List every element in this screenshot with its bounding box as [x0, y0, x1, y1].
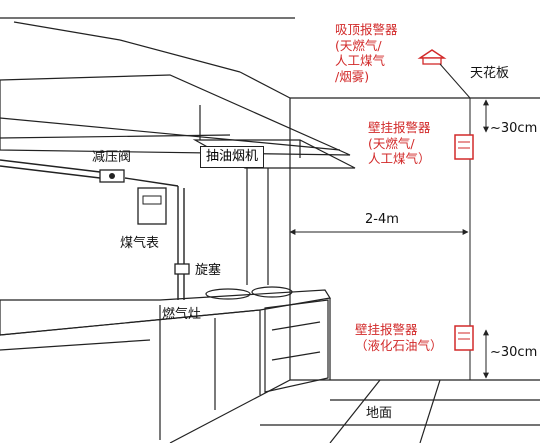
gas-meter-label: 煤气表: [120, 236, 160, 251]
gas-stove: [205, 286, 293, 300]
stopcock-icon: [174, 263, 190, 275]
wall-detector-top-label: 壁挂报警器 (天燃气/ 人工煤气）: [368, 120, 431, 167]
ceiling-detector-label: 吸顶报警器 (天燃气/ 人工煤气 /烟雾): [335, 22, 398, 84]
distance-top: ~30cm: [490, 121, 538, 136]
stove-label: 燃气灶: [162, 307, 202, 322]
distance-bottom: ~30cm: [490, 345, 538, 360]
counter: [0, 289, 331, 440]
pressure-valve-icon: [99, 169, 125, 183]
gas-meter-icon: [137, 187, 167, 225]
ceiling-label: 天花板: [470, 66, 510, 81]
range-hood-label: 抽油烟机: [200, 146, 265, 168]
range-label: 2-4m: [365, 212, 399, 227]
pressure-valve-label: 减压阀: [92, 150, 132, 165]
floor-label: 地面: [366, 406, 393, 421]
room-outline: [0, 17, 540, 444]
wall-detector-icon: [454, 134, 474, 160]
valve-label: 旋塞: [195, 263, 222, 278]
ceiling-pointer: [439, 63, 471, 99]
smoke-detector-icon: [417, 49, 447, 65]
gas-pipe: [0, 159, 185, 300]
wall-detector-bottom-label: 壁挂报警器 （液化石油气）: [355, 322, 443, 353]
upper-cabinet: [0, 74, 351, 156]
wall-detector-icon: [454, 325, 474, 351]
